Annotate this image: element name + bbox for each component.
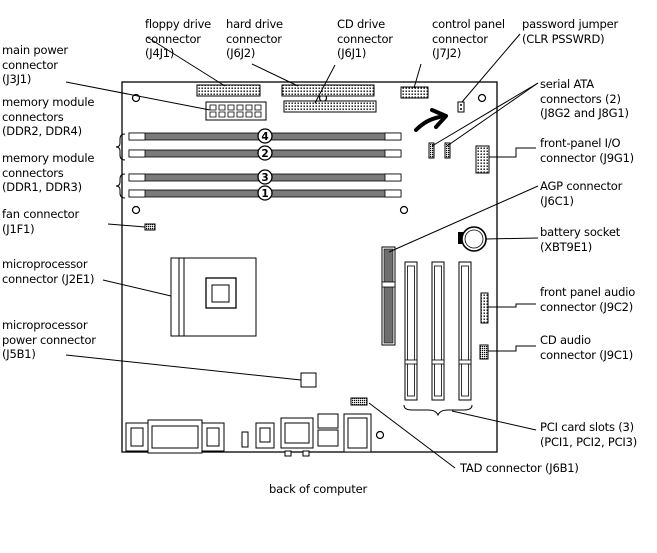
pci-card-slots-label: PCI card slots (3)(PCI1, PCI2, PCI3) (540, 420, 638, 449)
back-panel-io (125, 413, 372, 457)
tad-connector (350, 397, 368, 406)
serial-ata-connector-2 (444, 142, 451, 159)
cd-drive-connector (283, 100, 377, 113)
dimm-number-2: 2 (261, 148, 268, 160)
memory-brace-upper (115, 133, 126, 161)
main-power-connector (205, 101, 267, 121)
pci-slot-3 (458, 261, 472, 401)
serial-ata-connector-1 (428, 142, 435, 159)
dimm-badge-2: 2 (257, 145, 273, 161)
dimm-number-3: 3 (261, 172, 268, 184)
leader-lines (65, 33, 539, 469)
front-panel-audio-connector (480, 292, 489, 324)
password-jumper (457, 101, 465, 113)
pci-brace (403, 404, 473, 417)
back-of-computer-label: back of computer (269, 482, 367, 496)
dimm-badge-1: 1 (257, 185, 273, 201)
fan-connector-label: fan connector(J1F1) (2, 207, 80, 236)
dimm-number-1: 1 (261, 188, 268, 200)
memory-brace-lower (115, 173, 126, 199)
main-power-pins (209, 104, 262, 118)
cd-audio-connector (479, 344, 489, 360)
dimm-number-4: 4 (261, 131, 268, 143)
hard-drive-connector (281, 84, 375, 97)
microprocessor-socket (170, 257, 257, 337)
agp-slot (381, 246, 396, 346)
microprocessor-power-connector (300, 372, 317, 388)
dimm-badge-4: 4 (257, 128, 273, 144)
password-jumper-label: password jumper(CLR PSSWRD) (522, 17, 619, 46)
dimm-badge-3: 3 (257, 169, 273, 185)
battery-socket-label: battery socket(XBT9E1) (540, 225, 621, 254)
tad-connector-label: TAD connector (J6B1) (460, 461, 579, 475)
control-panel-connector (400, 86, 429, 99)
hand-drawn-arrow (414, 114, 446, 132)
floppy-connector (196, 84, 261, 97)
front-panel-io-connector (475, 145, 490, 174)
fan-connector (144, 223, 156, 231)
agp-connector-label: AGP connector(J6C1) (540, 179, 623, 208)
pci-slot-2 (431, 261, 445, 401)
pci-slot-1 (404, 261, 418, 401)
